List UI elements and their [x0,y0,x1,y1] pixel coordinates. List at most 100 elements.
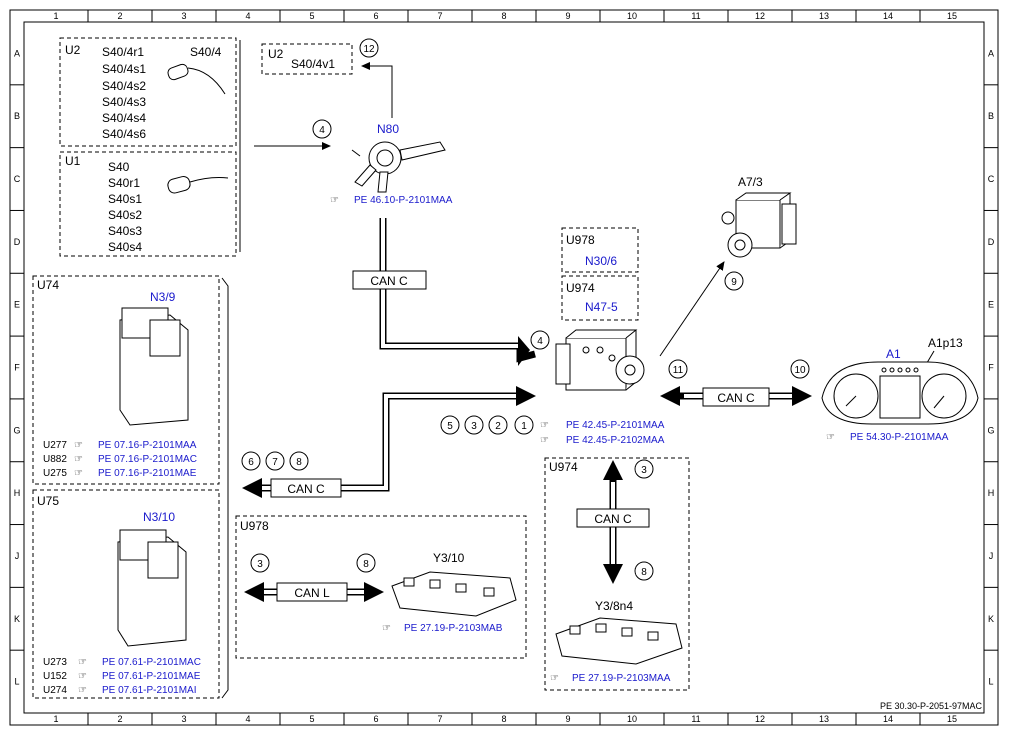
abs-ref1: PE 42.45-P-2101MAA [566,420,665,431]
u974-num-8-circle [634,561,654,581]
num-2-circle [488,415,508,435]
grid-col-top-1: 1 [53,11,58,21]
grid-row-right-J: J [989,551,994,561]
num-4-abs-circle [530,330,550,350]
u75-box [32,489,220,699]
grid-col-top-15: 15 [947,11,957,21]
u1-item-4: S40s3 [108,224,142,238]
y3-10-valve-body [391,571,517,617]
grid-col-top-10: 10 [627,11,637,21]
u2-item-3: S40/4s3 [102,95,146,109]
can-c-right-right-arrowhead [792,386,812,406]
arrow-to-a7-3 [659,261,725,357]
grid-col-top-8: 8 [501,11,506,21]
grid-row-left-C: C [14,174,21,184]
u274-code: U274 [43,685,67,696]
grid-col-top-5: 5 [309,11,314,21]
u152-ref: PE 07.61-P-2101MAE [102,671,201,682]
grid-row-right-E: E [988,300,994,310]
grid-row-right-K: K [988,614,994,624]
grid-row-right-C: C [988,174,995,184]
abs-ref1-icon: ☞ [540,420,549,431]
u2-top-label: U2 [65,43,81,57]
grid-row-left-G: G [13,425,20,435]
n80-ref: PE 46.10-P-2101MAA [354,195,453,206]
u882-code: U882 [43,454,67,465]
grid-row-left-A: A [14,48,20,58]
grid-col-top-6: 6 [373,11,378,21]
u273-ref-icon: ☞ [78,657,87,668]
u274-ref-icon: ☞ [78,685,87,696]
n80-label: N80 [377,122,399,136]
num-12: 12 [363,44,375,55]
grid-row-right-D: D [988,237,995,247]
grid-col-bottom-4: 4 [245,714,250,724]
can-c-right-label: CAN C [717,391,755,405]
u974-bottom-label: U974 [549,460,578,474]
inner-frame [23,21,985,714]
n3-9-label: N3/9 [150,290,176,304]
grid-col-bottom-15: 15 [947,714,957,724]
num-3-circle [464,415,484,435]
u2-item-0: S40/4r1 [102,45,144,59]
grid-col-bottom-7: 7 [437,714,442,724]
u978-top-label: U978 [566,233,595,247]
y3-8n4-ref: PE 27.19-P-2103MAA [572,673,671,684]
grid-col-top-14: 14 [883,11,893,21]
u2-item-1: S40/4s1 [102,62,146,76]
u882-ref-icon: ☞ [74,454,83,465]
grid-col-top-12: 12 [755,11,765,21]
num-10: 10 [794,365,806,376]
num-4-n80-circle [312,119,332,139]
can-c-bottom-down-arrowhead [603,564,623,584]
grid-col-top-2: 2 [117,11,122,21]
grid-row-left-D: D [14,237,21,247]
grid-row-right-L: L [988,677,993,687]
y3-10-label: Y3/10 [433,551,465,565]
can-l-label: CAN L [294,586,330,600]
u75-label: U75 [37,494,59,508]
u2-top-box [59,37,237,147]
u1-label: U1 [65,154,81,168]
switch-drawing-u1 [167,175,229,194]
can-c-bottom-label: CAN C [594,512,632,526]
abs-ref2: PE 42.45-P-2102MAA [566,435,665,446]
num-8: 8 [296,457,302,468]
num-5: 5 [447,421,453,432]
abs-ref2-icon: ☞ [540,435,549,446]
can-c-left-left-arrowhead [242,478,262,498]
num-8-circle [289,451,309,471]
u2-small-label: U2 [268,47,284,61]
num-4-abs: 4 [537,336,543,347]
can-c-vertical-label-box [352,270,427,290]
u74-box [32,275,220,485]
u277-ref-icon: ☞ [74,440,83,451]
u974-num-3: 3 [641,465,647,476]
u273-ref: PE 07.61-P-2101MAC [102,657,201,668]
a7-3-label: A7/3 [738,175,763,189]
grid-col-bottom-8: 8 [501,714,506,724]
grid-row-right-H: H [988,488,995,498]
u974-top-label: U974 [566,281,595,295]
u978-num-3-circle [250,553,270,573]
a1-ref-icon: ☞ [826,432,835,443]
u1-box [59,151,237,257]
grid-row-left-H: H [14,488,21,498]
num-4-n80: 4 [319,125,325,136]
document-reference: PE 30.30-P-2051-97MAC [880,701,983,711]
can-c-vertical-label: CAN C [370,274,408,288]
num-1-circle [514,415,534,435]
u2-item-4: S40/4s4 [102,111,146,125]
num-6-circle [241,451,261,471]
grid-row-left-L: L [14,677,19,687]
u152-ref-icon: ☞ [78,671,87,682]
can-l-left-arrowhead [244,582,264,602]
u277-ref: PE 07.16-P-2101MAA [98,440,197,451]
num-12-circle [359,38,379,58]
grid-col-bottom-11: 11 [691,714,700,724]
u974-num-8: 8 [641,567,647,578]
num-6: 6 [248,457,254,468]
arrow-n80-to-s40-4v1 [361,62,393,118]
n80-steering-switch [351,141,446,193]
grid-col-top-11: 11 [691,11,700,21]
